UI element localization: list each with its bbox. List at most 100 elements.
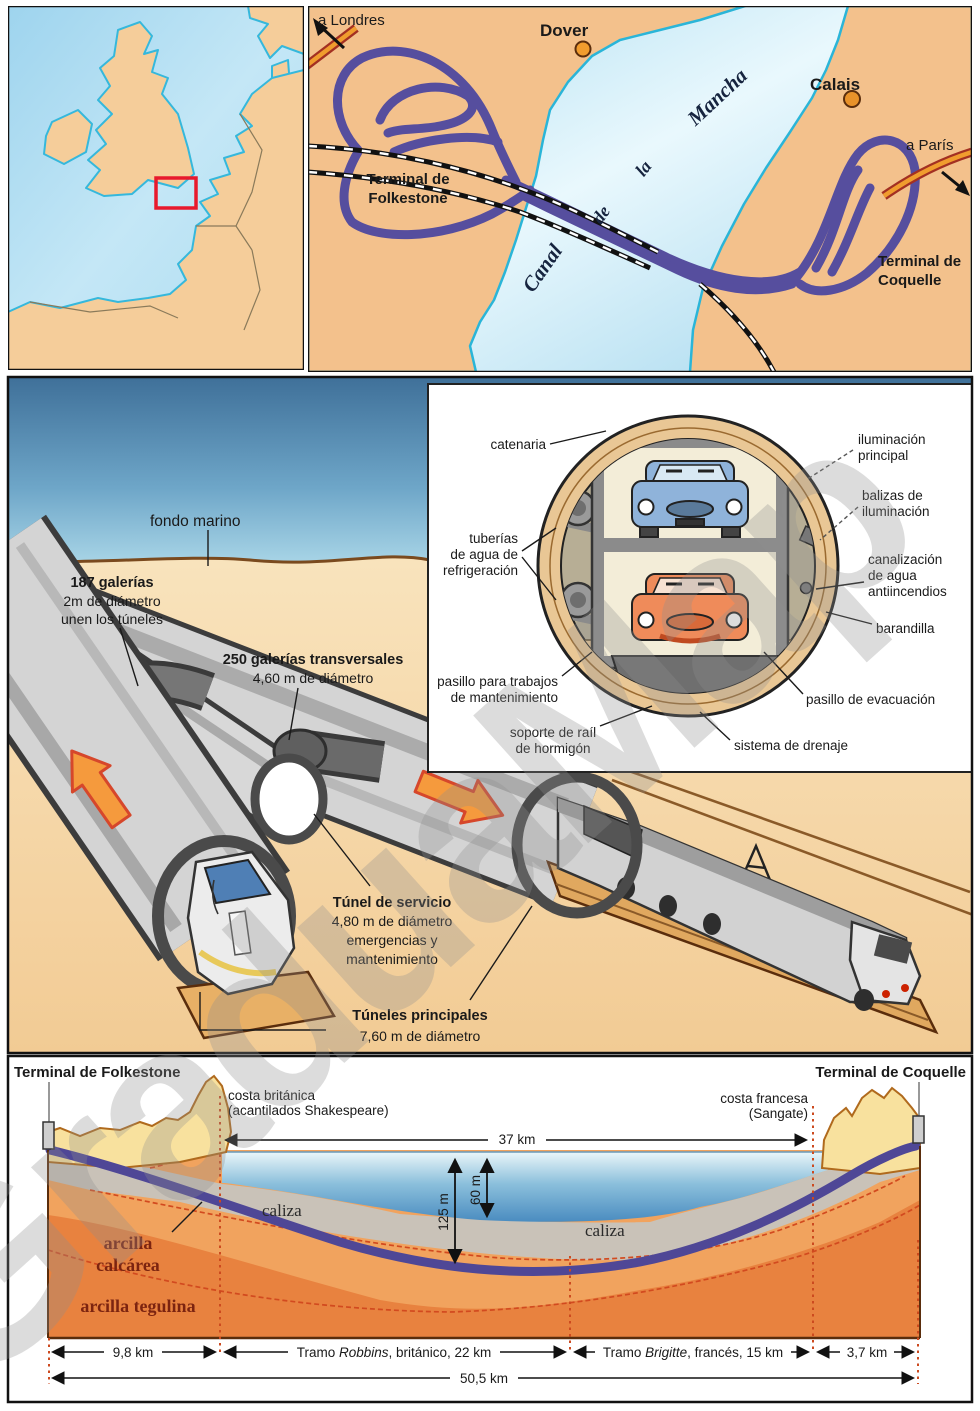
dim-125m: 125 m <box>436 1157 463 1265</box>
label-costa-britanica: costa británica (acantilados Shakespeare… <box>228 1088 389 1118</box>
label-terminal-coquelle-profile: Terminal de Coquelle <box>815 1064 966 1081</box>
label-catenaria: catenaria <box>490 437 546 452</box>
label-canalizacion-agua: canalización de agua antiincendios <box>868 552 947 599</box>
scandinavia-shape <box>247 6 304 59</box>
terminal-post-uk <box>42 1121 55 1150</box>
direction-arrow-right-icon <box>413 769 505 825</box>
svg-text:Terminal de: Terminal de <box>366 171 449 188</box>
svg-text:calcárea: calcárea <box>96 1255 160 1275</box>
transverse-gallery <box>272 728 386 783</box>
label-pasillo-evacuacion: pasillo de evacuación <box>806 692 935 707</box>
label-3-7km: 3,7 km <box>847 1345 888 1360</box>
label-tramo-robbins: Tramo Robbins, británico, 22 km <box>297 1345 492 1360</box>
shuttle-train <box>545 758 972 1035</box>
label-terminal-folkestone-profile: Terminal de Folkestone <box>14 1064 180 1081</box>
svg-text:Coquelle: Coquelle <box>878 272 941 289</box>
catenary-wires <box>597 758 972 916</box>
london-arrow-icon <box>313 18 328 36</box>
dim-row-segments: 9,8 km Tramo Robbins, británico, 22 km T… <box>50 1343 916 1360</box>
svg-text:de agua: de agua <box>868 568 917 583</box>
pantograph-icon <box>740 842 772 881</box>
label-caliza-right: caliza <box>585 1221 625 1240</box>
tunnel-profile-line <box>45 1141 921 1276</box>
svg-text:mantenimiento: mantenimiento <box>346 951 438 967</box>
svg-text:canalización: canalización <box>868 552 942 567</box>
cross-section-panel: catenaria iluminación principal balizas … <box>427 383 973 773</box>
label-balizas: balizas de iluminación <box>862 488 930 519</box>
dover-city-dot <box>574 40 592 58</box>
svg-text:Túneles principales: Túneles principales <box>352 1008 487 1024</box>
country-borders <box>29 113 263 331</box>
road-to-london <box>308 18 359 70</box>
svg-text:de mantenimiento: de mantenimiento <box>451 690 558 705</box>
dotted-guides <box>48 1096 919 1384</box>
svg-text:unen los túneles: unen los túneles <box>61 611 163 627</box>
route-map: a Londres Dover Calais a París Terminal … <box>308 6 972 372</box>
caliza-layer <box>48 1148 920 1261</box>
svg-text:Folkestone: Folkestone <box>368 190 447 207</box>
dim-60m: 60 m <box>468 1157 495 1219</box>
svg-text:2m de diámetro: 2m de diámetro <box>63 593 160 609</box>
svg-text:soporte de raíl: soporte de raíl <box>510 725 596 740</box>
svg-text:principal: principal <box>858 448 908 463</box>
blue-car <box>631 460 749 538</box>
ireland-shape <box>43 109 93 165</box>
label-calais: Calais <box>810 75 860 94</box>
tunnel-route-coquelle-loop <box>791 135 920 296</box>
profile-border <box>6 1054 974 1404</box>
svg-text:arcilla: arcilla <box>104 1233 153 1253</box>
label-a-paris: a París <box>906 137 954 154</box>
svg-text:costa francesa: costa francesa <box>720 1091 808 1106</box>
svg-text:Túnel de servicio: Túnel de servicio <box>333 895 452 911</box>
great-britain-shape <box>85 21 195 197</box>
label-pasillo-mantenimiento: pasillo para trabajos de mantenimiento <box>437 674 558 705</box>
svg-text:antiincendios: antiincendios <box>868 584 947 599</box>
svg-text:tuberías: tuberías <box>469 531 518 546</box>
profile-sea <box>222 1152 828 1222</box>
cross-section-labels: catenaria iluminación principal balizas … <box>437 430 947 756</box>
geological-profile: Terminal de Folkestone Terminal de Coque… <box>6 1054 974 1404</box>
svg-text:60 m: 60 m <box>468 1175 483 1205</box>
svg-text:iluminación: iluminación <box>858 432 926 447</box>
svg-text:iluminación: iluminación <box>862 504 930 519</box>
label-iluminacion-principal: iluminación principal <box>858 432 926 463</box>
label-costa-francesa: costa francesa (Sangate) <box>720 1091 808 1121</box>
dim-37km: 37 km <box>223 1130 809 1147</box>
svg-text:pasillo para trabajos: pasillo para trabajos <box>437 674 558 689</box>
label-barandilla: barandilla <box>876 621 935 636</box>
label-a-londres: a Londres <box>318 12 385 29</box>
terminal-posts <box>42 1082 925 1150</box>
svg-text:balizas de: balizas de <box>862 488 923 503</box>
label-tuneles-principales: Túneles principales 7,60 m de diámetro <box>352 1008 487 1044</box>
svg-text:Terminal de: Terminal de <box>878 253 961 270</box>
svg-text:4,80 m de diámetro: 4,80 m de diámetro <box>332 913 453 929</box>
scene-border <box>6 375 974 1055</box>
terminal-post-fr <box>912 1115 925 1144</box>
label-tunel-servicio: Túnel de servicio 4,80 m de diámetro eme… <box>332 895 453 967</box>
locator-map <box>8 6 304 370</box>
svg-text:187 galerías: 187 galerías <box>70 575 153 591</box>
calais-city-dot <box>843 90 861 108</box>
railway-lines <box>308 143 777 372</box>
service-tunnel-mouth <box>250 753 328 845</box>
label-fondo-marino: fondo marino <box>150 513 240 530</box>
label-soporte-rail: soporte de raíl de hormigón <box>510 725 596 756</box>
svg-text:7,60 m de diámetro: 7,60 m de diámetro <box>360 1028 481 1044</box>
label-187-galerias: 187 galerías 2m de diámetro unen los tún… <box>61 575 163 627</box>
svg-text:250 galerías transversales: 250 galerías transversales <box>223 652 404 668</box>
direction-arrow-left-icon <box>70 749 132 830</box>
label-terminal-folkestone: Terminal de Folkestone <box>366 171 449 207</box>
svg-text:de agua de: de agua de <box>450 547 518 562</box>
label-tramo-brigitte: Tramo Brigitte, francés, 15 km <box>603 1345 783 1360</box>
svg-text:37 km: 37 km <box>499 1132 536 1147</box>
svg-text:(Sangate): (Sangate) <box>749 1106 808 1121</box>
label-sistema-drenaje: sistema de drenaje <box>734 738 848 753</box>
svg-text:125 m: 125 m <box>436 1193 451 1231</box>
fire-water-pipe <box>799 581 813 595</box>
svg-text:(acantilados Shakespeare): (acantilados Shakespeare) <box>228 1103 389 1118</box>
label-250-galerias: 250 galerías transversales 4,60 m de diá… <box>223 652 404 686</box>
scene-labels: fondo marino 187 galerías 2m de diámetro… <box>61 513 533 1044</box>
train-yellow-stripe <box>198 949 277 977</box>
